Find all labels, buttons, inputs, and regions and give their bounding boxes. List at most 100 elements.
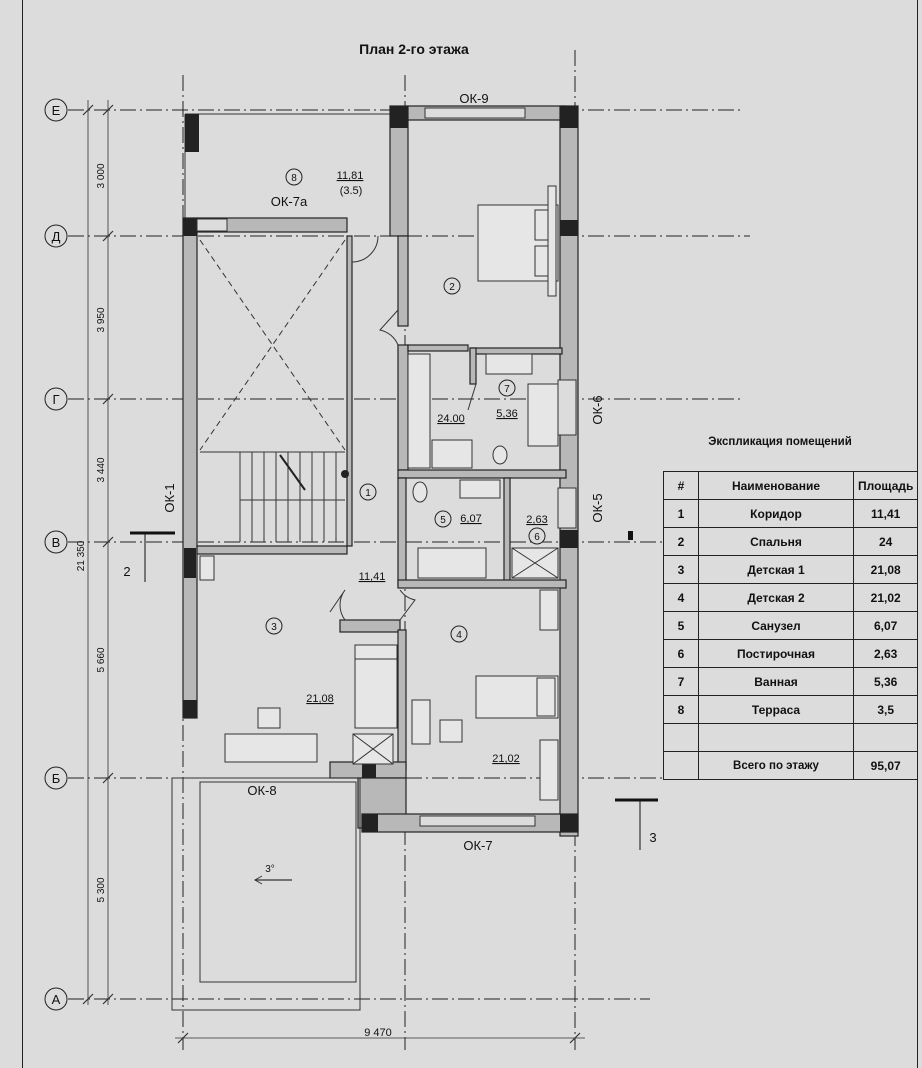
lower-terrace — [171, 777, 361, 1011]
room-marker-2: 2 — [443, 277, 461, 295]
table-row: 2 Спальня 24 — [663, 527, 919, 556]
table-row: 5 Санузел 6,07 — [663, 611, 919, 640]
svg-text:Б: Б — [52, 771, 61, 786]
cell-name: Терраса — [698, 695, 854, 724]
dim-3950: 3 950 — [96, 307, 107, 332]
header-area: Площадь — [852, 471, 919, 500]
header-name: Наименование — [698, 471, 854, 500]
cell-empty — [663, 723, 699, 752]
room-marker-5: 5 — [434, 510, 452, 528]
label-ok6: ОК-6 — [590, 395, 605, 424]
room-4-furniture — [411, 589, 559, 801]
room-marker-8: 8 — [285, 168, 303, 186]
explication-table: # Наименование Площадь 1 Коридор 11,41 2… — [663, 471, 919, 780]
stairwell — [199, 239, 349, 542]
cell-num: 6 — [663, 639, 699, 668]
table-row: 1 Коридор 11,41 — [663, 499, 919, 528]
room-area-1: 11,41 — [359, 571, 386, 583]
room-3-furniture — [199, 555, 398, 765]
label-ok9: ОК-9 — [459, 91, 488, 106]
walls — [182, 105, 579, 837]
label-ok1: ОК-1 — [162, 483, 177, 512]
table-row: 6 Постирочная 2,63 — [663, 639, 919, 668]
cell-empty — [663, 751, 699, 780]
cell-name: Коридор — [698, 499, 854, 528]
dim-5660: 5 660 — [96, 647, 107, 672]
cell-num: 8 — [663, 695, 699, 724]
cell-area: 2,63 — [852, 639, 919, 668]
room-area-5: 6,07 — [460, 513, 481, 525]
cell-num: 2 — [663, 527, 699, 556]
svg-text:8: 8 — [291, 173, 297, 184]
room-area-4: 21,02 — [492, 753, 520, 765]
cell-num: 1 — [663, 499, 699, 528]
table-row: 3 Детская 1 21,08 — [663, 555, 919, 584]
dim-3440: 3 440 — [96, 457, 107, 482]
room-marker-7: 7 — [498, 379, 516, 397]
room-marker-3: 3 — [265, 617, 283, 635]
cell-area: 21,08 — [852, 555, 919, 584]
axis-bubble-b: Б — [44, 766, 68, 790]
svg-text:Е: Е — [52, 103, 61, 118]
svg-text:Г: Г — [52, 392, 59, 407]
cell-area: 21,02 — [852, 583, 919, 612]
slope-label: 3° — [265, 864, 275, 875]
axis-bubble-a: А — [44, 987, 68, 1011]
table-row: 8 Терраса 3,5 — [663, 695, 919, 724]
total-label: Всего по этажу — [698, 751, 854, 780]
axis-tick-right — [628, 531, 633, 540]
dim-3000: 3 000 — [96, 163, 107, 188]
section-label-2: 2 — [123, 564, 130, 579]
section-mark-2 — [130, 531, 175, 582]
svg-text:А: А — [52, 992, 61, 1007]
svg-text:6: 6 — [534, 532, 540, 543]
section-mark-3 — [615, 798, 658, 850]
room-area-8: 11,81 — [337, 170, 364, 182]
plan-title: План 2-го этажа — [359, 41, 469, 57]
table-total-row: Всего по этажу 95,07 — [663, 751, 919, 780]
svg-text:4: 4 — [456, 630, 462, 641]
axis-bubble-e: Е — [44, 98, 68, 122]
svg-text:7: 7 — [504, 384, 510, 395]
dim-5300: 5 300 — [96, 877, 107, 902]
axis-bubble-v: В — [44, 530, 68, 554]
dimension-chain-left — [82, 100, 114, 1005]
explication-title: Экспликация помещений — [708, 436, 852, 448]
svg-text:5: 5 — [440, 515, 446, 526]
svg-text:В: В — [52, 535, 61, 550]
window-ok6 — [557, 379, 577, 436]
cell-empty — [852, 723, 919, 752]
cell-area: 11,41 — [852, 499, 919, 528]
bed-room-2 — [477, 185, 559, 297]
cell-area: 3,5 — [852, 695, 919, 724]
cell-name: Спальня — [698, 527, 854, 556]
cell-area: 5,36 — [852, 667, 919, 696]
bathroom-7-fixtures — [485, 353, 559, 465]
grid-axes — [68, 50, 750, 1050]
window-ok5 — [557, 487, 577, 529]
axis-bubble-g: Г — [44, 387, 68, 411]
section-label-3: 3 — [649, 830, 656, 845]
dimension-bottom — [175, 1032, 585, 1044]
table-row: 7 Ванная 5,36 — [663, 667, 919, 696]
bathroom-5-fixtures — [412, 479, 559, 579]
cell-empty — [698, 723, 854, 752]
room-area-2: 24.00 — [437, 413, 465, 425]
svg-text:3: 3 — [271, 622, 277, 633]
label-ok5: ОК-5 — [590, 493, 605, 522]
cell-name: Ванная — [698, 667, 854, 696]
room-marker-1: 1 — [359, 483, 377, 501]
room-area-8-sub: (3.5) — [340, 185, 363, 197]
svg-text:Д: Д — [52, 229, 61, 244]
room-area-7: 5,36 — [496, 408, 517, 420]
table-header-row: # Наименование Площадь — [663, 471, 919, 500]
table-row: 4 Детская 2 21,02 — [663, 583, 919, 612]
dim-total-height: 21 350 — [76, 540, 87, 571]
axis-bubble-d: Д — [44, 224, 68, 248]
cell-num: 5 — [663, 611, 699, 640]
label-ok8: ОК-8 — [247, 783, 276, 798]
label-ok7a: ОК-7а — [271, 194, 308, 209]
room-marker-6: 6 — [528, 527, 546, 545]
cell-name: Детская 1 — [698, 555, 854, 584]
